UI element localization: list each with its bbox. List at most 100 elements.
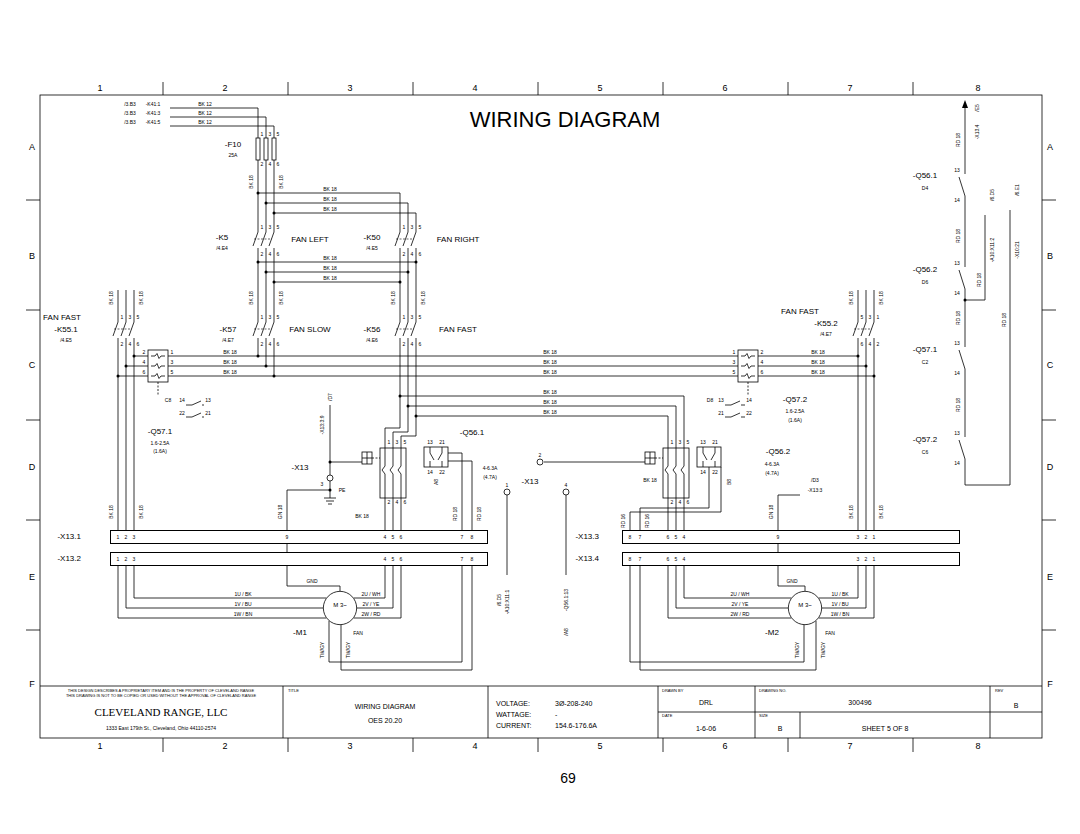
annotation-label: /4.E5 xyxy=(60,338,72,343)
annotation-label: 3 xyxy=(411,315,414,320)
annotation-label: 1 xyxy=(117,557,120,562)
annotation-label: 4 xyxy=(869,342,872,347)
annotation-label: B xyxy=(1047,252,1053,261)
annotation-label: 2 xyxy=(121,342,124,347)
annotation-label: 3 xyxy=(347,742,352,751)
wire-label: RD 18 xyxy=(956,229,961,243)
wire-label: B8 xyxy=(727,479,732,485)
annotation-label: 3 xyxy=(733,360,736,365)
aux-contacts xyxy=(186,401,745,417)
annotation-label: 5 xyxy=(171,370,174,375)
annotation-label: 69 xyxy=(560,771,576,785)
wire-label: BK 18 xyxy=(279,175,284,189)
annotation-label: D4 xyxy=(922,186,928,191)
annotation-label: 6 xyxy=(143,370,146,375)
annotation-label: 4 xyxy=(143,360,146,365)
annotation-label: 13 xyxy=(205,398,211,403)
annotation-label: FAN FAST xyxy=(439,326,477,334)
wire-label: RD 16 xyxy=(621,514,626,528)
contactor-symbol xyxy=(253,222,274,258)
aux-contacts xyxy=(430,447,715,467)
signal-wires xyxy=(287,405,800,575)
annotation-label: 4 xyxy=(761,360,764,365)
wire-label: /6.D5 xyxy=(990,189,995,201)
annotation-label: 1.6-2.5A xyxy=(786,409,805,414)
annotation-label: 154.6-176.6A xyxy=(555,722,597,729)
wire-label: RD 18 xyxy=(477,507,482,521)
wire-label: -X10:21 xyxy=(1015,241,1020,259)
annotation-label: 1 xyxy=(171,350,174,355)
annotation-label: F xyxy=(1047,680,1053,689)
annotation-label: 2 xyxy=(388,500,391,505)
annotation-label: 3 xyxy=(396,440,399,445)
annotation-label: 2U / WH xyxy=(362,592,381,597)
annotation-label: 13 xyxy=(427,440,433,445)
annotation-label: 14 xyxy=(954,198,960,203)
annotation-label: 4 xyxy=(129,342,132,347)
annotation-label: BK 18 xyxy=(543,360,557,365)
contactor-wires xyxy=(258,258,684,448)
annotation-label: 3 xyxy=(269,315,272,320)
annotation-label: 6 xyxy=(667,535,670,540)
annotation-label: SHEET 5 OF 8 xyxy=(862,725,909,732)
annotation-label: PE xyxy=(339,488,346,493)
terminal-point xyxy=(504,489,510,495)
annotation-label: 4 xyxy=(472,742,477,751)
annotation-label: 5 xyxy=(277,132,280,137)
annotation-label: 3 xyxy=(269,225,272,230)
annotation-label: BK 18 xyxy=(323,197,337,202)
annotation-label: -K55.2 xyxy=(814,320,838,328)
annotation-label: 1W / BN xyxy=(234,612,253,617)
annotation-label: 2V / YE xyxy=(732,602,749,607)
wire-label: RD 18 xyxy=(956,311,961,325)
annotation-label: 4 xyxy=(679,500,682,505)
annotation-label: -Q56.2 xyxy=(913,266,937,274)
annotation-label: 21 xyxy=(712,440,718,445)
annotation-label: BK 12 xyxy=(198,111,212,116)
annotation-label: 14 xyxy=(700,470,706,475)
contactor-symbol xyxy=(253,312,274,348)
annotation-label: 14 xyxy=(954,291,960,296)
wire-label: -X13:3:9 xyxy=(320,416,325,435)
annotation-label: 5 xyxy=(277,315,280,320)
annotation-label: -Q56.1 xyxy=(460,429,484,437)
annotation-label: 14 xyxy=(746,398,752,403)
annotation-label: 25A xyxy=(229,153,238,158)
annotation-label: 5 xyxy=(861,315,864,320)
terminal-strip: -X13.3 xyxy=(622,530,960,544)
wire-label: /A8 xyxy=(564,628,569,636)
annotation-label: 1 xyxy=(403,225,406,230)
annotation-label: 8 xyxy=(975,84,980,93)
wire-label: BK 18 xyxy=(109,505,114,519)
annotation-label: 3 xyxy=(857,557,860,562)
fuse-symbol xyxy=(256,138,260,160)
junction-dots xyxy=(117,192,967,492)
annotation-label: BK 18 xyxy=(543,390,557,395)
annotation-label: DRL xyxy=(699,699,713,706)
terminal-strip: -X13.2 xyxy=(110,552,488,566)
annotation-label: 5 xyxy=(733,370,736,375)
annotation-label: -K41:5 xyxy=(146,120,161,125)
annotation-label: -K41:1 xyxy=(146,102,161,107)
annotation-label: C6 xyxy=(922,450,928,455)
annotation-label: 5 xyxy=(597,84,602,93)
annotation-label: -Q56.1 xyxy=(913,172,937,180)
annotation-label: -M1 xyxy=(293,629,307,637)
annotation-label: OES 20.20 xyxy=(368,717,402,724)
annotation-label: 1 xyxy=(403,315,406,320)
wire-label: -A10:X11:2 xyxy=(990,238,995,263)
annotation-label: 4 xyxy=(472,84,477,93)
annotation-label: 5 xyxy=(137,315,140,320)
annotation-label: D xyxy=(1047,463,1054,472)
annotation-label: 1 xyxy=(388,440,391,445)
annotation-label: 2U / WH xyxy=(731,592,750,597)
annotation-label: 5 xyxy=(675,535,678,540)
annotation-label: 5 xyxy=(675,557,678,562)
wire-label: /D7 xyxy=(328,393,333,401)
motor-text: M 3~ xyxy=(333,602,347,608)
annotation-label: 3 xyxy=(171,360,174,365)
wire-label: RD 16 xyxy=(645,514,650,528)
annotation-label: (1.6A) xyxy=(153,449,167,454)
annotation-label: 4 xyxy=(683,535,686,540)
annotation-label: 6 xyxy=(277,162,280,167)
